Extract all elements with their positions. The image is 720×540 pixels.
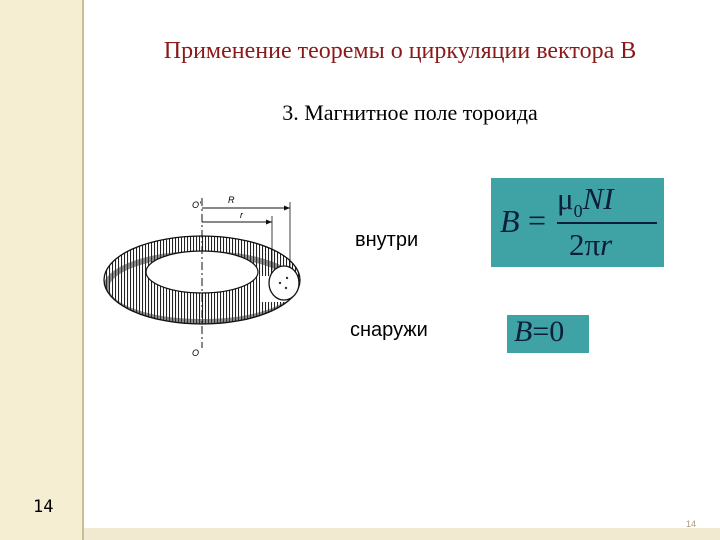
numerator-rest: NI xyxy=(582,181,614,216)
formula-outside-lhs: B xyxy=(514,315,533,348)
bottom-strip xyxy=(84,528,720,540)
formula-inside-denominator: 2πr xyxy=(569,227,612,263)
formula-inside-numerator: μ0NI xyxy=(557,181,614,221)
axis-top-label: O' xyxy=(192,200,201,210)
dimension-r-label: r xyxy=(240,210,244,220)
axis-bottom-label: O xyxy=(192,348,199,358)
formula-outside-rhs: 0 xyxy=(549,315,565,348)
outside-label: снаружи xyxy=(350,319,428,341)
mu-symbol: μ xyxy=(557,181,574,216)
footer-slide-number: 14 xyxy=(686,519,697,529)
dimension-R-label: R xyxy=(228,195,235,205)
toroid-cross-section xyxy=(268,265,300,301)
side-bar xyxy=(0,0,82,540)
formula-inside-lhs: B xyxy=(500,203,520,239)
formula-outside-expression: B=0 xyxy=(514,315,564,349)
fraction-bar xyxy=(557,222,657,224)
denominator-r: r xyxy=(600,227,613,262)
slide-title: Применение теоремы о циркуляции вектора … xyxy=(163,38,637,64)
formula-outside: B=0 xyxy=(507,315,589,353)
slide-number: 14 xyxy=(33,497,54,517)
formula-inside-equals: = xyxy=(528,202,547,238)
toroid-diagram: O' O R r xyxy=(103,195,301,358)
formula-inside: B = μ0NI 2πr xyxy=(491,178,664,267)
denominator-two: 2 xyxy=(569,227,585,262)
slide-subtitle: 3. Магнитное поле тороида xyxy=(282,100,538,125)
inside-label: внутри xyxy=(355,229,419,251)
pi-symbol: π xyxy=(584,227,601,262)
side-divider xyxy=(82,0,84,540)
mu-subscript: 0 xyxy=(573,201,583,221)
formula-outside-equals: = xyxy=(532,315,550,348)
